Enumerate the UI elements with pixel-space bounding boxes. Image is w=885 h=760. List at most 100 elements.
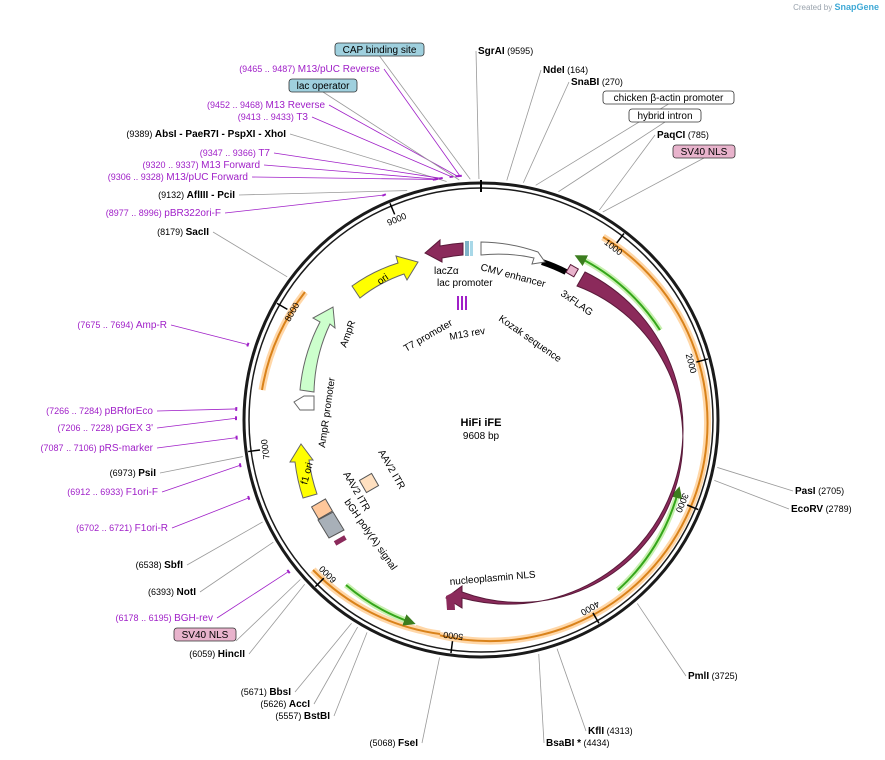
- enzyme-label[interactable]: SnaBI (270): [571, 77, 623, 88]
- primer-label[interactable]: (8977 .. 8996) pBR322ori-F: [106, 208, 221, 219]
- feature-box-label[interactable]: SV40 NLS: [681, 147, 728, 158]
- green-arc-1-line: [574, 255, 661, 331]
- credit-prefix: Created by: [793, 3, 833, 12]
- primer-label[interactable]: (9465 .. 9487) M13/pUC Reverse: [239, 64, 380, 75]
- feature-box: [288, 78, 358, 93]
- primer-label[interactable]: (7675 .. 7694) Amp-R: [77, 320, 167, 331]
- enzyme-label[interactable]: (6393) NotI: [148, 587, 196, 598]
- enzyme-leader: [599, 134, 656, 211]
- enzyme-label[interactable]: EcoRV (2789): [791, 504, 852, 515]
- m13-mark: [461, 296, 463, 310]
- primer-leader: [170, 324, 248, 346]
- enzyme-label[interactable]: (6059) HincII: [189, 649, 245, 660]
- label-nucleoplasmin-nls: nucleoplasmin NLS: [449, 569, 536, 587]
- cas9-feature[interactable]: [445, 271, 684, 609]
- ruler-label: 7000: [259, 439, 272, 460]
- ampr-feature: [299, 306, 336, 393]
- primer-leader: [251, 176, 435, 180]
- primer-label[interactable]: (7087 .. 7106) pRS-marker: [41, 443, 154, 454]
- primer-label[interactable]: (6178 .. 6195) BGH-rev: [116, 613, 213, 624]
- labels: SgrAI (9595) NdeI (164)SnaBI (270) PaqCI (…: [41, 42, 852, 749]
- primer-leader: [311, 116, 452, 178]
- ruler-tick: [314, 577, 325, 588]
- ruler-label: 9000: [386, 211, 408, 228]
- enzyme-label[interactable]: PasI (2705): [795, 486, 844, 497]
- enzyme-label[interactable]: (5557) BstBI: [275, 711, 330, 722]
- enzyme-label[interactable]: PmlI (3725): [688, 671, 738, 682]
- primer-label[interactable]: (9452 .. 9468) M13 Reverse: [207, 100, 325, 111]
- enzyme-leader: [238, 190, 408, 196]
- label-cas9: Cas9: [640, 475, 658, 501]
- enzyme-leader: [313, 626, 358, 705]
- feature-box-label[interactable]: chicken β-actin promoter: [614, 93, 724, 104]
- enzyme-label[interactable]: (6973) PsiI: [110, 468, 157, 479]
- aav-itr-box-2: [310, 498, 334, 520]
- primer-label[interactable]: (9347 .. 9366) T7: [200, 148, 271, 159]
- enzyme-leader: [199, 541, 274, 593]
- primer-label[interactable]: (9320 .. 9337) M13 Forward: [143, 160, 260, 171]
- plasmid-name: HiFi iFE: [461, 417, 502, 429]
- feature-box-label[interactable]: lac operator: [297, 81, 350, 92]
- feature-leader: [322, 91, 460, 181]
- primer-mark: [286, 569, 291, 574]
- f1-ori-feature: [289, 443, 318, 499]
- enzyme-leader: [294, 623, 352, 693]
- enzyme-label[interactable]: (6538) SbfI: [136, 560, 184, 571]
- enzyme-label[interactable]: BsaBI * (4434): [546, 738, 610, 749]
- t7-mark: [457, 296, 459, 310]
- ruler-tick: [450, 641, 454, 654]
- feature-box-label[interactable]: hybrid intron: [637, 111, 692, 122]
- enzyme-label[interactable]: NdeI (164): [543, 65, 588, 76]
- primer-mark: [381, 193, 387, 197]
- lac-promoter-mark: [465, 241, 469, 256]
- ruler-tick: [389, 203, 396, 215]
- ruler-tick: [616, 233, 625, 244]
- primer-leader: [263, 164, 437, 180]
- m13-mark-2: [465, 296, 467, 310]
- primer-leader: [216, 571, 289, 619]
- primer-label[interactable]: (6912 .. 6933) F1ori-F: [67, 487, 158, 498]
- bgh-end-mark: [333, 535, 347, 546]
- enzyme-leader: [636, 603, 687, 677]
- enzyme-leader: [212, 231, 288, 278]
- enzyme-label[interactable]: (5626) AccI: [260, 699, 310, 710]
- enzyme-label[interactable]: SgrAI (9595): [478, 46, 533, 57]
- enzyme-label[interactable]: PaqCI (785): [657, 130, 709, 141]
- enzyme-label[interactable]: (9389) AbsI - PaeR7I - PspXI - XhoI: [126, 129, 286, 140]
- ruler-tick: [696, 358, 709, 363]
- enzyme-label[interactable]: KflI (4313): [588, 726, 633, 737]
- primer-mark: [438, 177, 443, 180]
- feature-box: [173, 627, 237, 642]
- enzyme-leader: [333, 632, 368, 717]
- enzyme-leader: [289, 133, 447, 182]
- enzyme-leader: [538, 653, 545, 744]
- enzyme-label[interactable]: (5068) FseI: [369, 738, 418, 749]
- primer-label[interactable]: (6702 .. 6721) F1ori-R: [76, 523, 168, 534]
- primer-leader: [224, 194, 385, 214]
- ruler-label: 1000: [602, 237, 624, 257]
- feature-box-label[interactable]: CAP binding site: [343, 45, 417, 56]
- label-ampr-promoter: AmpR promoter: [317, 376, 338, 448]
- ori-feature: [351, 255, 419, 299]
- feature-box: [602, 90, 735, 105]
- enzyme-label[interactable]: (5671) BbsI: [241, 687, 291, 698]
- primer-mark: [246, 342, 250, 347]
- primer-label[interactable]: (7206 .. 7228) pGEX 3': [58, 423, 154, 434]
- enzyme-label[interactable]: (9132) AflIII - PciI: [158, 190, 235, 201]
- primer-leader: [161, 464, 241, 493]
- lacz-feature: [424, 238, 464, 263]
- enzyme-leader: [506, 69, 542, 181]
- leader-lines: [156, 50, 794, 744]
- green-arc-2-line: [617, 486, 683, 591]
- feature-box-label[interactable]: SV40 NLS: [182, 630, 229, 641]
- primer-label[interactable]: (9306 .. 9328) M13/pUC Forward: [108, 172, 248, 183]
- label-ori: ori: [375, 272, 390, 287]
- primer-label[interactable]: (9413 .. 9433) T3: [238, 112, 309, 123]
- primer-label[interactable]: (7266 .. 7284) pBRforEco: [46, 406, 153, 417]
- flag-feature: [541, 259, 568, 275]
- feature-box: [628, 108, 702, 123]
- ruler-tick: [686, 504, 699, 511]
- feature-box: [672, 144, 736, 159]
- label-aav-itr-1: AAV2 ITR: [375, 448, 406, 491]
- enzyme-label[interactable]: (8179) SacII: [157, 227, 209, 238]
